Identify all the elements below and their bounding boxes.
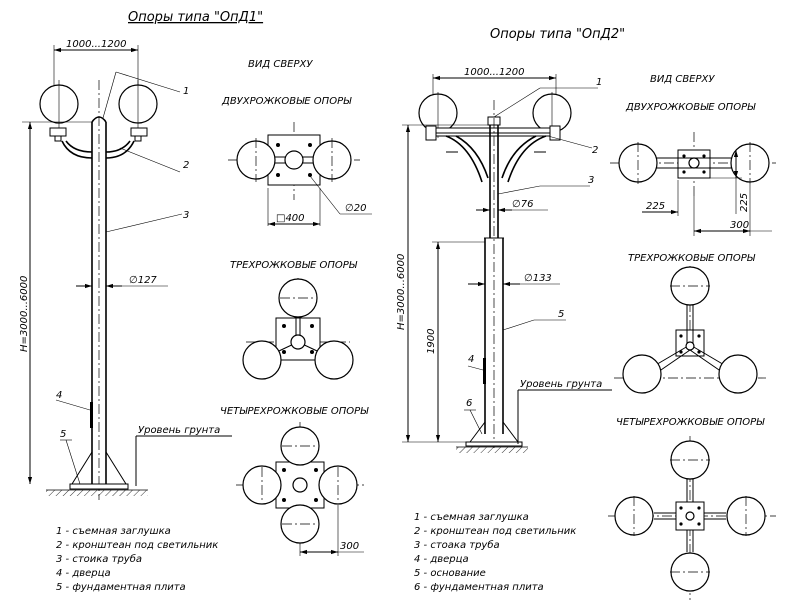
bracket-arm-left (61, 140, 93, 159)
legend-opd1-item: 1 - съемная заглушка (56, 526, 171, 537)
pole-door (90, 402, 93, 428)
dim-lower-diameter: ∅133 (524, 273, 552, 284)
dim-square-plate: □400 (276, 213, 305, 224)
legend-opd2-item: 6 - фундаментная плита (414, 582, 544, 593)
dim-1900: 1900 (426, 329, 437, 354)
dim-height-opd2: H=3000...6000 (396, 254, 407, 330)
legend-opd1: 1 - съемная заглушка 2 - кронштеан под с… (56, 526, 218, 593)
callout-4-opd2: 4 (468, 354, 474, 365)
three-arm-top-view-2 (614, 266, 766, 394)
top-views-opd1: ВИД СВЕРХУ ДВУХРОЖКОВЫЕ ОПОРЫ □400 ∅20 Т… (220, 59, 372, 556)
ground-level-opd2: Уровень грунта (520, 379, 602, 390)
crossbar (427, 127, 559, 137)
view-top-label-1: ВИД СВЕРХУ (248, 59, 313, 70)
ground-level-opd1: Уровень грунта (138, 425, 220, 436)
ground-hatch (46, 490, 148, 496)
legend-opd1-item: 2 - кронштеан под светильник (56, 540, 218, 551)
legend-opd1-item: 4 - дверца (56, 568, 111, 579)
two-arm-label-1: ДВУХРОЖКОВЫЕ ОПОРЫ (221, 96, 352, 107)
legend-opd2-item: 4 - дверца (414, 554, 469, 565)
title-opd2: Опоры типа "ОпД2" (490, 27, 625, 42)
view-top-label-2: ВИД СВЕРХУ (650, 74, 715, 85)
four-arm-top-view-2 (608, 436, 776, 600)
four-arm-top-view-1: 300 (236, 422, 364, 556)
dim-diameter-opd1: ∅127 (129, 275, 157, 286)
two-arm-top-view-2: 225 225 300 (610, 132, 776, 236)
legend-opd1-item: 3 - стоика труба (56, 553, 142, 565)
dim-225-vertical: 225 (739, 193, 750, 212)
legend-opd2-item: 3 - стоака труба (414, 539, 500, 551)
callout-2-opd1: 2 (183, 160, 189, 171)
dim-height-opd1: H=3000...6000 (19, 276, 30, 352)
pole-door-opd2 (483, 358, 486, 384)
dim-300-top: 300 (730, 220, 749, 231)
pole-opd2: Опоры типа "ОпД2" 1000...1200 (396, 27, 625, 593)
title-opd1: Опоры типа "ОпД1" (128, 10, 263, 25)
legend-opd2: 1 - съемная заглушка 2 - кронштеан под с… (414, 512, 576, 593)
four-arm-label-2: ЧЕТЫРЕХРОЖКОВЫЕ ОПОРЫ (616, 417, 765, 428)
dim-300-middle: 300 (340, 541, 359, 552)
callout-2-opd2: 2 (592, 145, 598, 156)
dim-225-horizontal: 225 (646, 201, 665, 212)
bracket-arm-right (105, 140, 135, 159)
three-arm-label-2: ТРЕХРОЖКОВЫЕ ОПОРЫ (628, 253, 756, 264)
callout-1-opd1: 1 (183, 86, 189, 97)
three-arm-top-view-1 (242, 278, 354, 380)
legend-opd2-item: 2 - кронштеан под светильник (414, 526, 576, 537)
callout-3-opd1: 3 (183, 210, 189, 221)
legend-opd2-item: 1 - съемная заглушка (414, 512, 529, 523)
callout-1-opd2: 1 (596, 77, 602, 88)
dim-width-opd2: 1000...1200 (464, 67, 524, 78)
four-arm-label-1: ЧЕТЫРЕХРОЖКОВЫЕ ОПОРЫ (220, 406, 369, 417)
pole-opd1: Опоры типа "ОпД1" 1000...1200 (19, 10, 263, 593)
two-arm-top-view-1: □400 ∅20 (228, 122, 372, 227)
legend-opd2-item: 5 - основание (414, 568, 486, 579)
callout-5-opd2: 5 (558, 309, 564, 320)
two-arm-label-2: ДВУХРОЖКОВЫЕ ОПОРЫ (625, 102, 756, 113)
three-arm-label-1: ТРЕХРОЖКОВЫЕ ОПОРЫ (230, 260, 358, 271)
callout-6-opd2: 6 (466, 398, 472, 409)
dim-width-opd1: 1000...1200 (66, 39, 126, 50)
legend-opd1-item: 5 - фундаментная плита (56, 582, 186, 593)
dim-bolt-hole: ∅20 (345, 203, 366, 214)
callout-3-opd2: 3 (588, 175, 594, 186)
dim-upper-diameter: ∅76 (512, 199, 533, 210)
callout-4-opd1: 4 (56, 390, 62, 401)
callout-5-opd1: 5 (60, 429, 66, 440)
top-views-opd2: ВИД СВЕРХУ ДВУХРОЖКОВЫЕ ОПОРЫ 225 225 (608, 74, 776, 600)
